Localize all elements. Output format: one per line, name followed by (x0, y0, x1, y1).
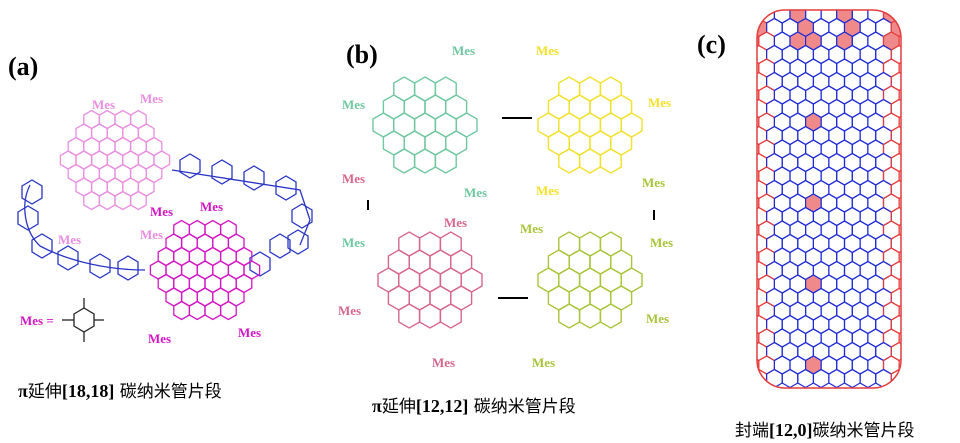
tube-ring (898, 220, 901, 240)
tube-ring (898, 193, 901, 213)
mes-label: Mes (140, 91, 164, 106)
ring-olive (620, 267, 643, 293)
mes-label: Mes (342, 97, 366, 112)
mes-label: Mes (432, 355, 456, 370)
tube-ring (898, 85, 901, 105)
tube-ring (898, 10, 901, 24)
tube-ring (898, 328, 901, 348)
ring-pink (153, 150, 171, 170)
mes-label: Mes (140, 227, 164, 242)
tube-ring (765, 368, 783, 388)
panel-b-label: (b) (346, 40, 378, 69)
panel-a-caption: π延伸[18,18] 碳纳米管片段 (18, 377, 222, 402)
mes-label: Mes (338, 303, 362, 318)
caption-greek: π (18, 381, 28, 401)
panel-a-label: (a) (8, 52, 39, 81)
caption-index: [18,18] (61, 381, 115, 401)
mes-label: Mes (642, 175, 666, 190)
tube-ring (757, 10, 760, 24)
panel-b-caption: π延伸[12,12] 碳纳米管片段 (372, 392, 576, 417)
panel-c-label: (c) (697, 30, 726, 59)
tube-ring (898, 139, 901, 159)
tube-ring (898, 112, 901, 132)
caption-text: 延伸 (381, 397, 416, 417)
panel-c: (c) 封端[12,0]碳纳米管片段 (695, 0, 960, 443)
caption-text: 封端 (735, 421, 769, 441)
tube-ring (898, 355, 901, 375)
mes-label: Mes (58, 232, 82, 247)
mes-label: Mes (200, 199, 224, 214)
mes-legend-label: Mes = (20, 313, 54, 328)
mes-label: Mes (536, 183, 560, 198)
mes-label: Mes (238, 325, 262, 340)
ring-magenta (243, 260, 261, 280)
tube-ring (828, 368, 846, 388)
tube-ring (875, 368, 892, 388)
panel-b-structure (367, 76, 655, 329)
panel-c-caption: 封端[12,0]碳纳米管片段 (735, 416, 915, 441)
mes-label: Mes (342, 171, 366, 186)
caption-text: 碳纳米管片段 (812, 421, 915, 441)
ring-yellow (620, 112, 643, 138)
mes-label: Mes (452, 43, 476, 58)
mes-label: Mes (650, 235, 674, 250)
mes-label: Mes (648, 95, 672, 110)
tube-ring (812, 368, 830, 388)
panel-a-structure (17, 109, 313, 342)
tube-ring (898, 301, 901, 321)
caption-text: 碳纳米管片段 (468, 397, 576, 417)
caption-greek: π (372, 396, 382, 416)
panel-a: (a) (0, 0, 320, 443)
tube-ring (781, 368, 799, 388)
mes-label: Mes (532, 355, 556, 370)
tube-ring (898, 247, 901, 267)
panel-c-structure (756, 9, 902, 389)
tube-ring (898, 58, 901, 78)
mes-label: Mes (536, 43, 560, 58)
panel-b: (b) Mes Mes Mes Mes Mes Mes Mes Mes Mes … (320, 0, 695, 443)
mes-label: Mes (464, 185, 488, 200)
mes-label: Mes (646, 311, 670, 326)
caption-index: [12,12] (415, 396, 469, 416)
caption-text: 延伸 (27, 382, 62, 402)
caption-index: [12,0] (769, 420, 813, 440)
tube-ring (898, 31, 901, 51)
tube-ring (898, 166, 901, 186)
mes-label: Mes (342, 235, 366, 250)
ring-teal (455, 112, 478, 138)
tube-ring (898, 274, 901, 294)
ring-rose (460, 267, 483, 293)
mes-label: Mes (148, 331, 172, 346)
mes-label: Mes (444, 215, 468, 230)
mes-label: Mes (150, 204, 174, 219)
tube-ring (859, 368, 877, 388)
tube-ring (843, 368, 861, 388)
mes-label: Mes (520, 221, 544, 236)
mes-label: Mes (92, 97, 116, 112)
tube-ring (797, 368, 815, 388)
caption-text: 碳纳米管片段 (114, 382, 222, 402)
